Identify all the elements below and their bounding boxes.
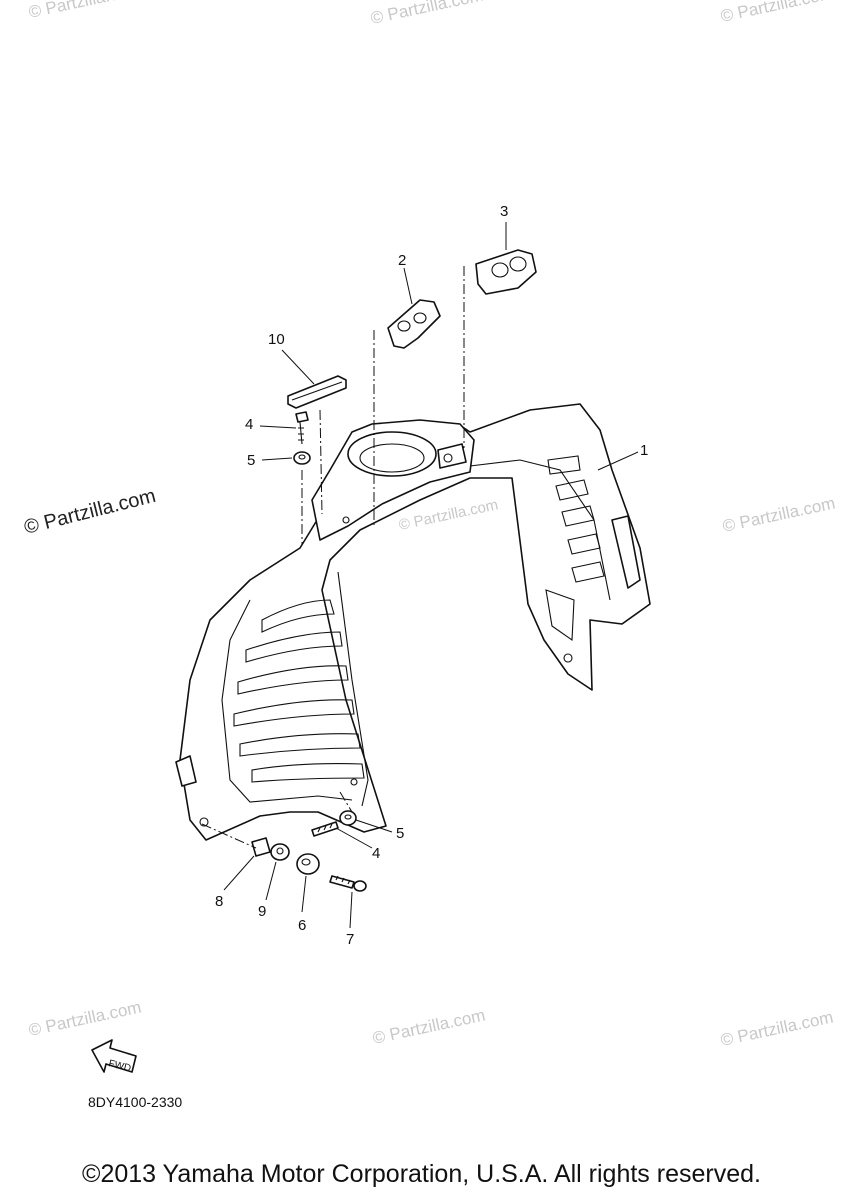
part-7-screw [329,875,367,892]
callout-labels: 1 2 3 10 4 5 5 4 8 9 6 7 [215,203,648,948]
part-5-nut-lower [339,810,357,826]
part-3-bracket [475,249,537,295]
vent-slots [233,455,605,783]
watermark-text: © Partzilla.com [369,0,485,28]
part-6-grommet [296,853,320,875]
part-1-cowl [175,403,651,841]
callout-label: 8 [215,893,223,910]
part-8-collar [251,837,271,857]
watermark-primary: © Partzilla.com [22,485,158,539]
watermark-text: © Partzilla.com [27,0,143,22]
watermark-text: © Partzilla.com [371,1006,487,1048]
callout-label: 6 [298,917,306,934]
callout-label: 5 [396,825,404,842]
callout-label: 10 [268,331,285,348]
part-5-nut-upper [293,451,311,465]
assembly-lines [201,266,465,849]
leader-lines [223,222,639,929]
meter-housing [199,419,573,827]
watermark-text: © Partzilla.com [719,1008,835,1050]
watermark-text: © Partzilla.com [719,0,835,26]
copyright-notice: ©2013 Yamaha Motor Corporation, U.S.A. A… [82,1160,761,1188]
watermark-text: © Partzilla.com [721,494,837,536]
watermark-text: © Partzilla.com [27,998,143,1040]
callout-label: 5 [247,452,255,469]
forward-arrow-icon: FWD [91,1039,137,1074]
part-4-bolt-lower [311,821,339,837]
callout-label: 1 [640,442,648,459]
callout-label: 4 [245,416,253,433]
callout-label: 4 [372,845,380,862]
callout-label: 3 [500,203,508,220]
part-9-washer [270,843,290,861]
fwd-label: FWD [107,1058,132,1074]
diagram-code: 8DY4100-2330 [88,1094,183,1110]
part-4-bolt-upper [295,411,309,445]
watermark-layer: © Partzilla.com © Partzilla.com © Partzi… [22,0,837,1050]
callout-label: 7 [346,931,354,948]
callout-label: 2 [398,252,406,269]
callout-label: 9 [258,903,266,920]
part-2-bracket [387,299,441,349]
part-10-pad [287,375,347,409]
